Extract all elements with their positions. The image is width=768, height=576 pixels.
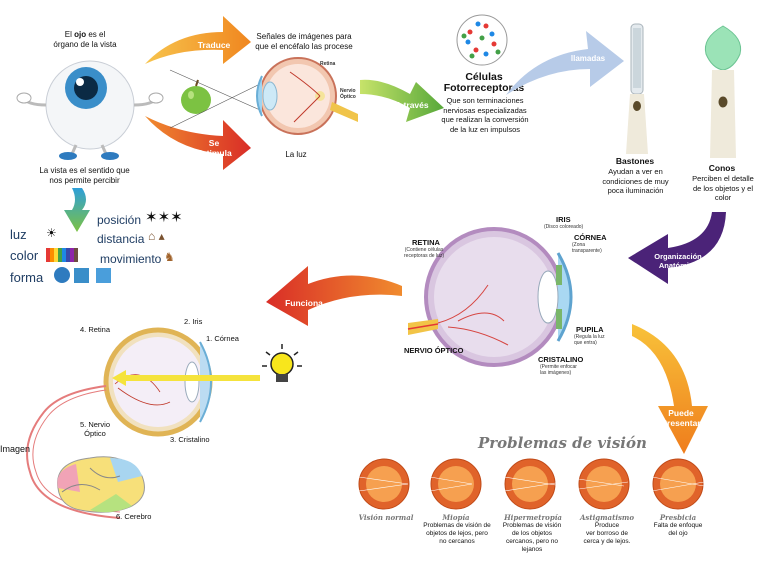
puede-presentar-arrow (632, 324, 708, 454)
funciona-arrow (266, 266, 402, 326)
shapes-icon (54, 267, 111, 283)
a-traves-label: A través (395, 100, 429, 110)
function-cornea-label: 1. Córnea (206, 334, 239, 343)
retina-label: RETINA (412, 238, 440, 247)
la-luz-label: La luz (285, 150, 307, 159)
organizacion-arrow (628, 212, 726, 284)
function-imagen-label: Imagen (0, 444, 31, 454)
percibir-posicion: posición (97, 213, 142, 227)
house-icon: ⌂ ▴ (148, 229, 165, 243)
se-estimula-arrow (145, 116, 251, 170)
eye-cross-section-top (256, 57, 358, 135)
function-retina-label: 4. Retina (80, 325, 111, 334)
eye-normal-icon (351, 458, 410, 510)
pupila-label: PUPILA (576, 325, 604, 334)
color-pencils-icon (46, 248, 78, 262)
iris-label: IRIS (556, 215, 571, 224)
cono-cell-icon (704, 25, 742, 158)
baston-cell-icon (626, 23, 648, 154)
bastones-title: Bastones (615, 156, 655, 166)
eye-astigmatismo-icon (571, 458, 630, 510)
percibir-forma: forma (10, 270, 44, 285)
percibir-distancia: distancia (97, 232, 145, 246)
cartoon-eye-icon (16, 60, 164, 160)
problem-name-2: Hipermetropía (504, 513, 562, 522)
light-lines (169, 69, 261, 129)
conos-title: Conos (708, 163, 736, 173)
cells-dots-icon (456, 14, 508, 66)
problem-name-3: Astigmatismo (579, 513, 634, 522)
traduce-label: Traduce (197, 40, 231, 50)
problem-name-4: Presbicia (659, 513, 697, 522)
funciona-label: Funciona (285, 298, 323, 308)
percibir-luz: luz (10, 227, 27, 242)
llamadas-arrow (506, 31, 624, 95)
eye-presbicia-icon (645, 458, 705, 510)
light-bulb-icon (262, 344, 302, 382)
traduce-arrow (145, 16, 251, 64)
problem-name-1: Miopía (442, 513, 470, 522)
eye-hipermetropia-icon (497, 458, 563, 510)
vision-function-diagram (26, 327, 260, 519)
gradient-down-arrow (64, 188, 90, 232)
nervio-optico-label: NERVIO ÓPTICO (404, 346, 464, 355)
people-icon: ✶✶✶ (145, 209, 183, 226)
ojo-definition: El ojo es el órgano de la vista (53, 30, 117, 49)
vision-problems-eyes (351, 458, 705, 510)
function-cristalino-label: 3. Cristalino (170, 435, 210, 444)
apple-icon (181, 79, 211, 114)
percibir-movimiento: movimiento (100, 252, 162, 266)
problem-name-0: Visión normal (358, 513, 414, 522)
percibir-color: color (10, 248, 39, 263)
function-cerebro-label: 6. Cerebro (116, 512, 152, 521)
brain-icon (57, 456, 145, 513)
cornea-label: CÓRNEA (574, 233, 607, 242)
retina-small-label: Retina (320, 61, 336, 67)
llamadas-label: llamadas (570, 54, 606, 63)
problemas-title: Problemas de visión (478, 434, 647, 452)
a-traves-arrow (360, 79, 444, 122)
cristalino-label: CRISTALINO (538, 355, 584, 364)
animal-icon: ♞ (164, 250, 175, 264)
eye-miopia-icon (423, 458, 482, 510)
eye-anatomy-diagram (407, 227, 573, 367)
iris-sublabel: (Disco coloreado) (544, 224, 584, 230)
sun-icon: ☀ (46, 226, 57, 240)
function-iris-label: 2. Iris (184, 317, 203, 326)
